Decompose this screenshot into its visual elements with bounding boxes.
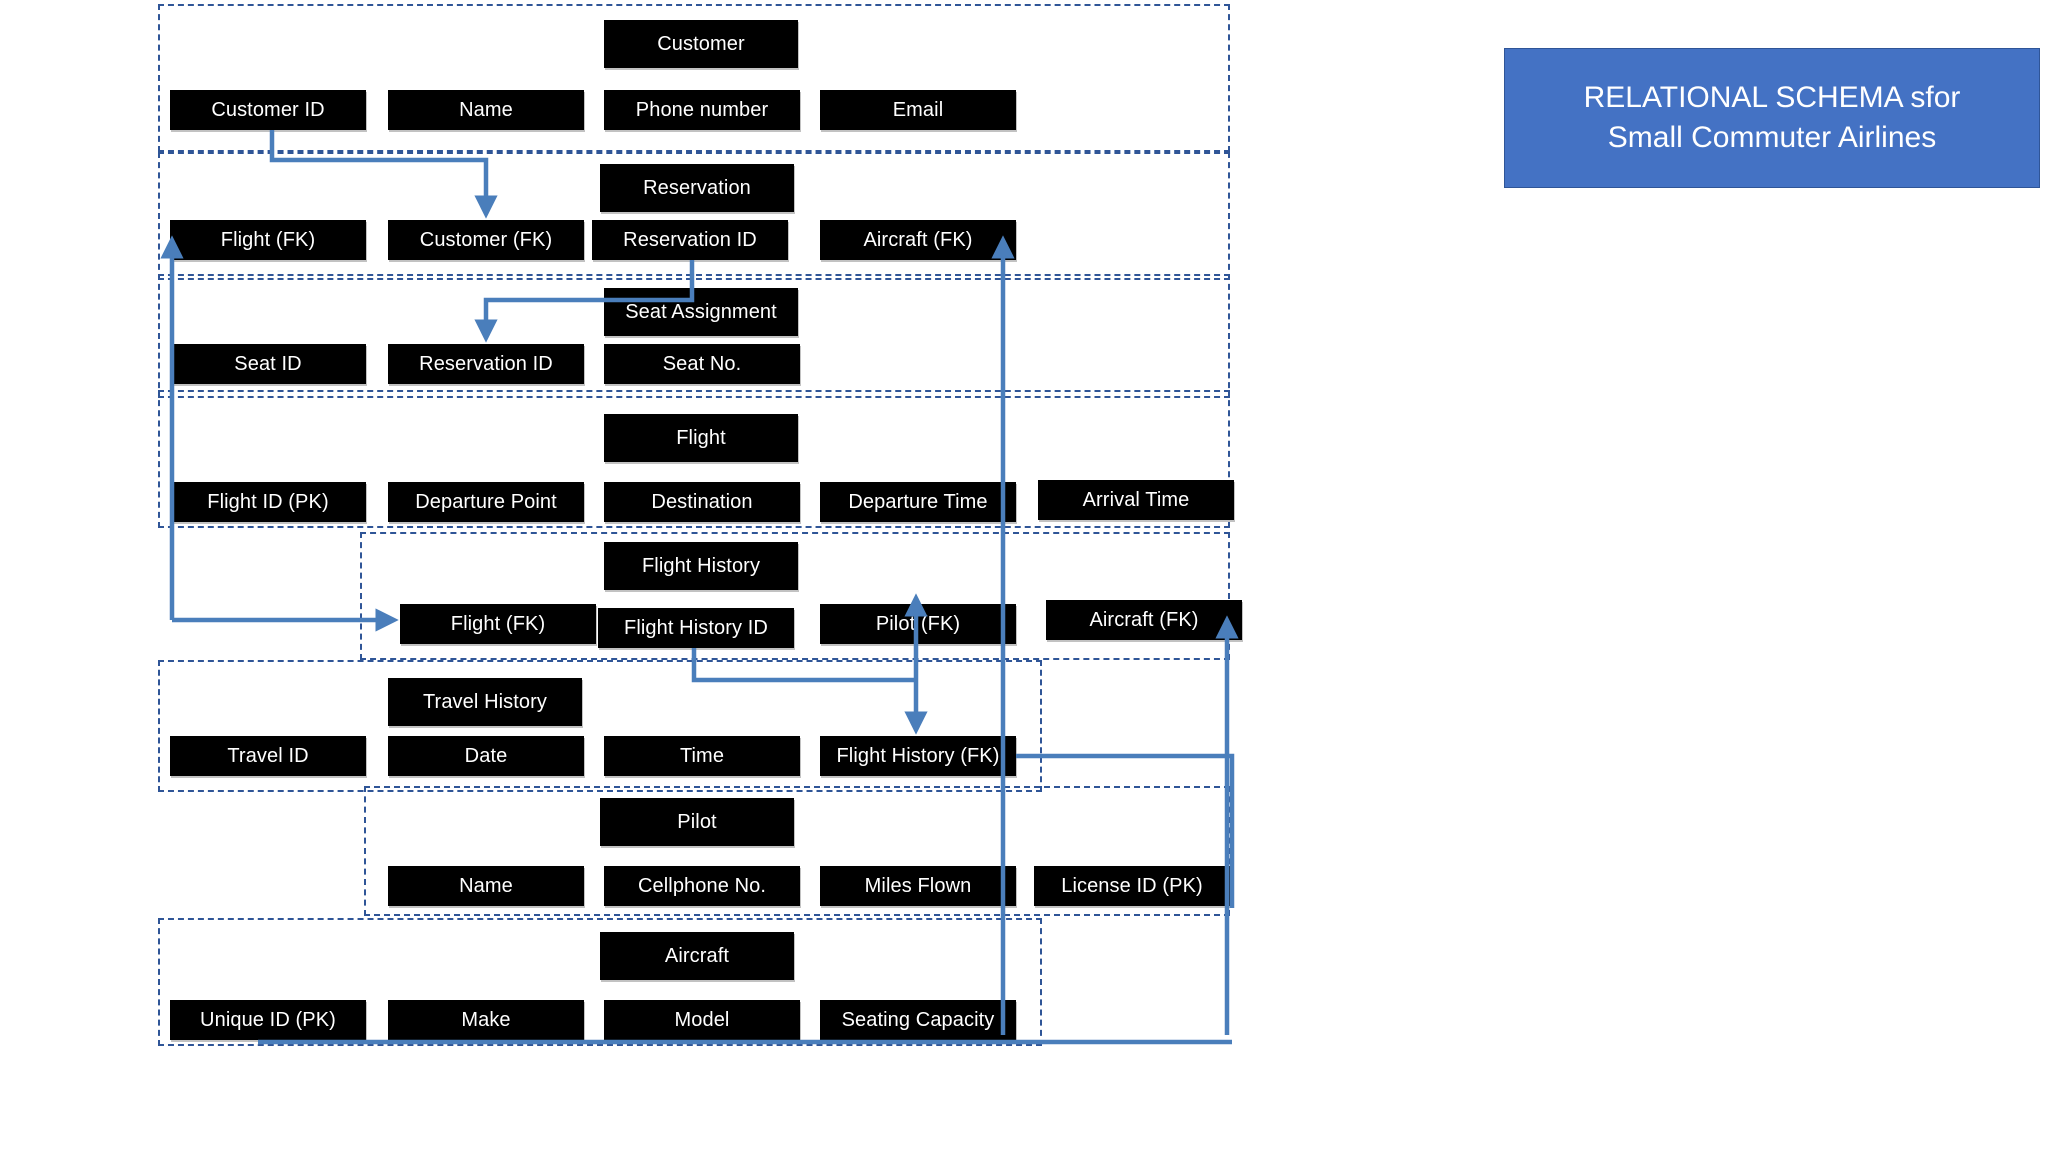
attribute-fh-pilot-fk: Pilot (FK) [820, 604, 1016, 644]
attribute-pilot-miles-flown: Miles Flown [820, 866, 1016, 906]
entity-title-pilot: Pilot [600, 798, 794, 846]
attribute-travel-flight-history-fk: Flight History (FK) [820, 736, 1016, 776]
attribute-flight-arrival-time: Arrival Time [1038, 480, 1234, 520]
title-line-2: Small Commuter Airlines [1607, 121, 1937, 154]
entity-title-travel-history: Travel History [388, 678, 582, 726]
attribute-pilot-cellphone: Cellphone No. [604, 866, 800, 906]
attribute-flight-departure-point: Departure Point [388, 482, 584, 522]
attribute-reservation-flight-fk: Flight (FK) [170, 220, 366, 260]
attribute-travel-id: Travel ID [170, 736, 366, 776]
attribute-flight-departure-time: Departure Time [820, 482, 1016, 522]
entity-container-customer [158, 4, 1230, 152]
attribute-travel-date: Date [388, 736, 584, 776]
attribute-aircraft-make: Make [388, 1000, 584, 1040]
attribute-seat-id: Seat ID [170, 344, 366, 384]
title-banner: RELATIONAL SCHEMA sfor Small Commuter Ai… [1504, 48, 2040, 188]
entity-title-flight: Flight [604, 414, 798, 462]
entity-container-flight [158, 390, 1230, 528]
attribute-travel-time: Time [604, 736, 800, 776]
attribute-reservation-customer-fk: Customer (FK) [388, 220, 584, 260]
attribute-reservation-aircraft-fk: Aircraft (FK) [820, 220, 1016, 260]
attribute-aircraft-model: Model [604, 1000, 800, 1040]
attribute-fh-id: Flight History ID [598, 608, 794, 648]
entity-container-travel-history [158, 660, 1042, 792]
attribute-pilot-license-id-pk: License ID (PK) [1034, 866, 1230, 906]
entity-container-aircraft [158, 918, 1042, 1046]
entity-title-customer: Customer [604, 20, 798, 68]
entity-title-reservation: Reservation [600, 164, 794, 212]
attribute-customer-email: Email [820, 90, 1016, 130]
attribute-customer-phone: Phone number [604, 90, 800, 130]
attribute-aircraft-seating-capacity: Seating Capacity [820, 1000, 1016, 1040]
attribute-reservation-id: Reservation ID [592, 220, 788, 260]
attribute-seat-reservation-id: Reservation ID [388, 344, 584, 384]
attribute-fh-aircraft-fk: Aircraft (FK) [1046, 600, 1242, 640]
attribute-seat-no: Seat No. [604, 344, 800, 384]
attribute-pilot-name: Name [388, 866, 584, 906]
entity-title-seat-assignment: Seat Assignment [604, 288, 798, 336]
entity-title-flight-history: Flight History [604, 542, 798, 590]
attribute-flight-id-pk: Flight ID (PK) [170, 482, 366, 522]
attribute-flight-destination: Destination [604, 482, 800, 522]
attribute-aircraft-unique-id-pk: Unique ID (PK) [170, 1000, 366, 1040]
title-line-1: RELATIONAL SCHEMA sfor [1583, 80, 1961, 114]
attribute-fh-flight-fk: Flight (FK) [400, 604, 596, 644]
attribute-customer-name: Name [388, 90, 584, 130]
entity-title-aircraft: Aircraft [600, 932, 794, 980]
attribute-customer-id: Customer ID [170, 90, 366, 130]
